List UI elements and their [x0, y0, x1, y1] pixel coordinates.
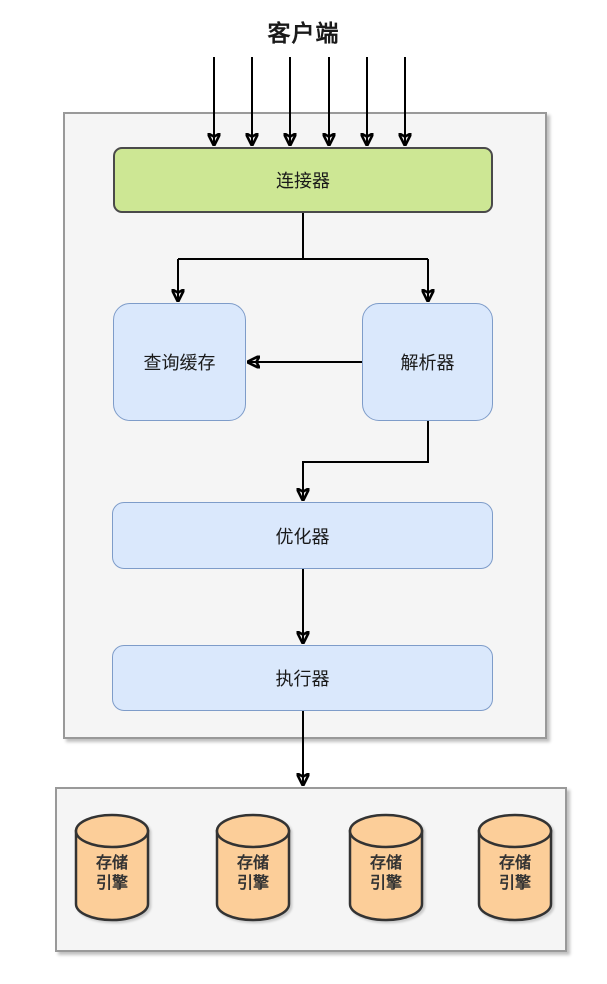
database-cylinder-icon: [74, 813, 150, 922]
node-parser: 解析器: [362, 303, 493, 421]
node-connector-label: 连接器: [276, 171, 330, 191]
database-cylinder-icon: [348, 813, 424, 922]
node-optimizer-label: 优化器: [275, 526, 330, 547]
storage-engine-cylinder: 存储 引擎: [215, 812, 291, 922]
node-connector: 连接器: [113, 147, 493, 213]
storage-engine-cylinder: 存储 引擎: [348, 812, 424, 922]
database-cylinder-icon: [477, 813, 553, 922]
storage-layer-container: 存储 引擎 存储 引擎 存储 引擎 存储 引擎: [55, 787, 567, 952]
storage-engine-cylinder: 存储 引擎: [74, 812, 150, 922]
storage-engine-label: 存储 引擎: [498, 855, 531, 892]
node-query-cache-label: 查询缓存: [143, 353, 216, 373]
client-title: 客户端: [267, 20, 340, 46]
node-executor-label: 执行器: [275, 669, 330, 689]
node-parser-label: 解析器: [400, 353, 455, 373]
database-cylinder-icon: [215, 813, 291, 922]
storage-engine-label: 存储 引擎: [369, 855, 402, 892]
storage-engine-label: 存储 引擎: [236, 855, 269, 892]
node-optimizer: 优化器: [112, 502, 493, 569]
storage-engine-cylinder: 存储 引擎: [477, 812, 553, 922]
node-query-cache: 查询缓存: [113, 303, 246, 421]
node-executor: 执行器: [112, 645, 493, 711]
storage-engine-label: 存储 引擎: [95, 855, 128, 892]
